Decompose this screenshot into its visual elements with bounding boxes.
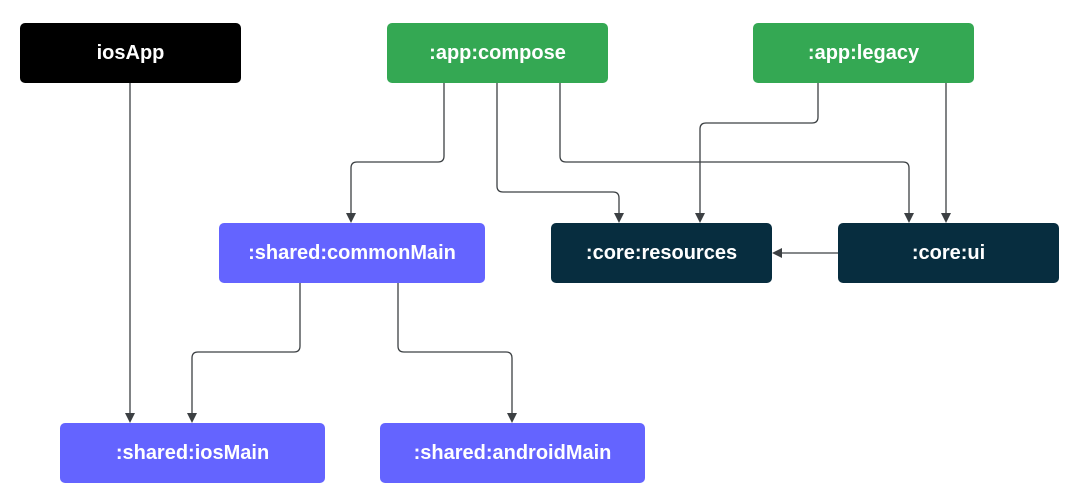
edge-shared-commonmain-to-shared-iosmain [187,283,301,423]
edge-app-compose-to-shared-commonmain [346,83,445,223]
node-app-legacy-label: :app:legacy [807,41,920,64]
node-app-compose-label: :app:compose [429,41,566,64]
edge-shared-commonmain-to-shared-androidmain [397,283,517,423]
node-iosapp-label: iosApp [96,41,165,64]
node-shared-androidmain-label: :shared:androidMain [413,441,612,464]
edge-app-legacy-to-core-resources [695,83,819,223]
node-core-ui-label: :core:ui [911,241,986,264]
node-shared-iosmain: :shared:iosMain [60,423,325,483]
node-app-compose: :app:compose [387,23,608,83]
node-core-resources-label: :core:resources [585,241,738,264]
node-core-resources: :core:resources [551,223,772,283]
edge-app-compose-to-core-resources [496,83,624,223]
node-app-legacy: :app:legacy [753,23,974,83]
node-shared-iosmain-label: :shared:iosMain [115,441,270,464]
edge-app-compose-to-core-ui [559,83,914,223]
node-core-ui: :core:ui [838,223,1059,283]
node-shared-androidmain: :shared:androidMain [380,423,645,483]
node-shared-commonmain-label: :shared:commonMain [248,241,456,264]
node-shared-commonmain: :shared:commonMain [219,223,485,283]
node-iosapp: iosApp [20,23,241,83]
